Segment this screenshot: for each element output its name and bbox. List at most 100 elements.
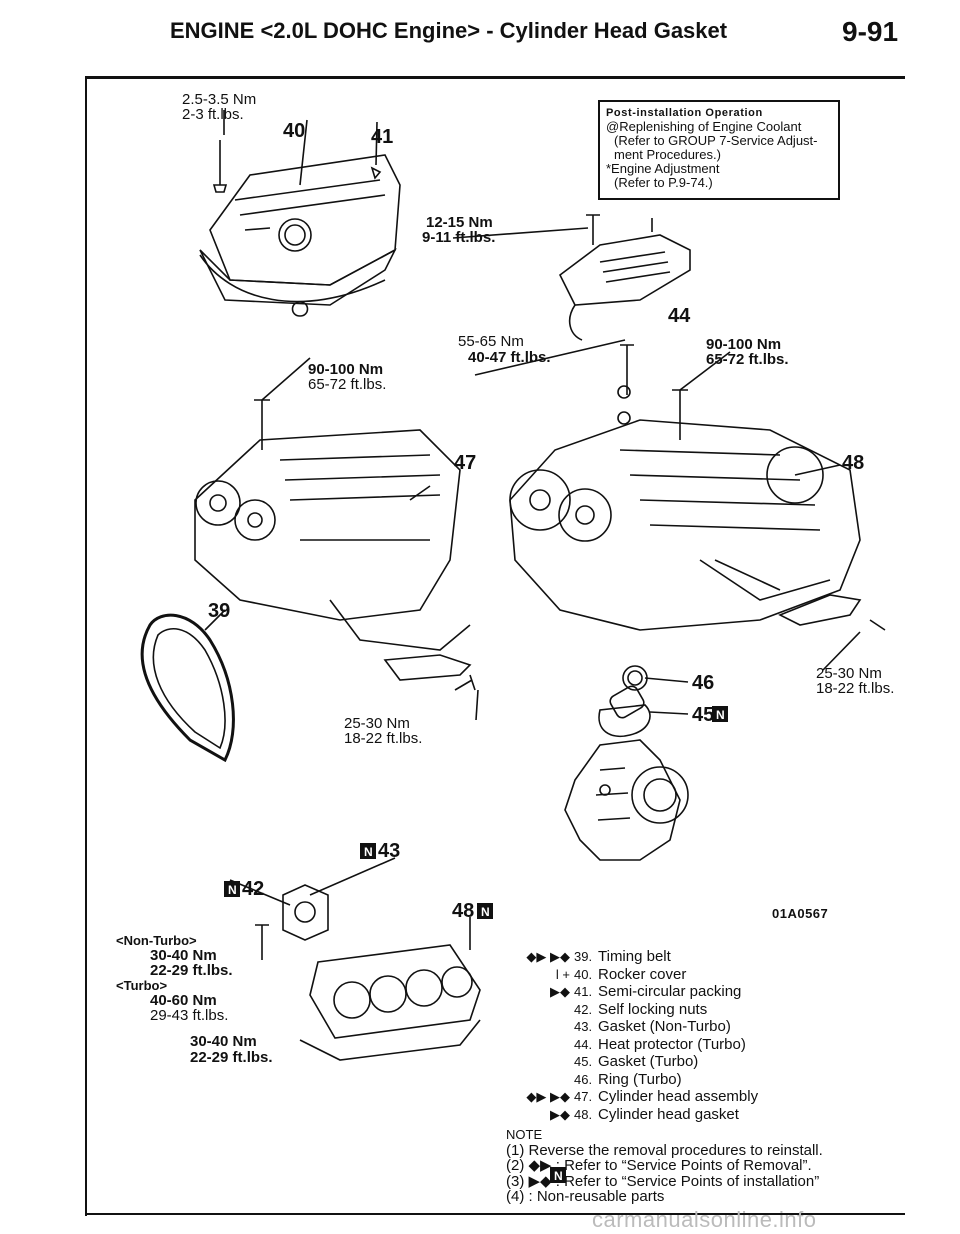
part-number: 44. <box>574 1036 593 1052</box>
parts-list-item: l + 40. Rocker cover <box>478 966 758 984</box>
callout-48: 48 <box>842 452 865 474</box>
torque-label: 12-15 Nm <box>426 214 493 231</box>
part-name: Ring (Turbo) <box>598 1070 682 1088</box>
parts-list-item: ◆▶ ▶◆ 47. Cylinder head assembly <box>478 1088 758 1106</box>
torque-label: 65-72 ft.lbs. <box>308 376 387 393</box>
part-name: Gasket (Non-Turbo) <box>598 1018 731 1035</box>
post-install-item-coolant: @Replenishing of Engine Coolant <box>606 119 802 134</box>
torque-label: 65-72 ft.lbs. <box>706 351 789 368</box>
callout-43: 43 <box>378 840 401 862</box>
service-marks: ▶◆ <box>550 984 570 999</box>
post-install-ref: ment Procedures.) <box>614 147 721 162</box>
note-title: NOTE <box>506 1127 543 1142</box>
svg-text:N: N <box>481 905 490 919</box>
callout-48-gasket: 48 <box>452 900 475 922</box>
callout-45: 45 <box>692 704 715 726</box>
parts-list-item: 46. Ring (Turbo) <box>478 1071 758 1089</box>
part-name: Rocker cover <box>598 965 687 983</box>
cylinder-head-gasket-drawing <box>299 944 481 1061</box>
callout-42: 42 <box>242 878 265 900</box>
parts-list-item: ▶◆48. Cylinder head gasket <box>478 1106 758 1124</box>
torque-label: 40-60 Nm <box>150 992 217 1009</box>
service-marks: l + <box>555 966 570 982</box>
parts-list: ◆▶ ▶◆ 39. Timing belt l + 40. Rocker cover ▶… <box>478 948 758 1123</box>
torque-label: 40-47 ft.lbs. <box>468 349 551 366</box>
parts-list-item: 44. Heat protector (Turbo) <box>478 1036 758 1054</box>
service-marks: ◆▶ ▶◆ <box>526 949 570 964</box>
torque-label: 30-40 Nm <box>190 1033 257 1050</box>
parts-list-item: 42. Self locking nuts <box>478 1001 758 1019</box>
page-title: ENGINE <2.0L DOHC Engine> - Cylinder Hea… <box>170 18 728 43</box>
service-marks: ◆▶ ▶◆ <box>526 1089 570 1104</box>
callout-40: 40 <box>283 120 306 142</box>
variant-label-nonturbo: <Non-Turbo> <box>116 933 197 948</box>
part-name: Gasket (Turbo) <box>598 1053 699 1070</box>
torque-label: 90-100 Nm <box>706 336 782 353</box>
part-number: 39. <box>574 949 593 964</box>
part-number: 42. <box>574 1001 593 1017</box>
page-number: 9-91 <box>842 16 899 47</box>
torque-label: 22-29 ft.lbs. <box>190 1049 273 1066</box>
part-number: 47. <box>574 1089 593 1104</box>
callout-47: 47 <box>454 452 477 474</box>
note-line: (2) ◆▶ : Refer to “Service Points of Rem… <box>506 1157 812 1174</box>
callout-44: 44 <box>668 305 691 327</box>
note-line: (3) ▶◆ : Refer to “Service Points of ins… <box>506 1172 820 1190</box>
parts-list-item: ▶◆ 41. Semi-circular packing <box>478 983 758 1001</box>
variant-label-turbo: <Turbo> <box>116 978 168 993</box>
note-block: NOTE (1) Reverse the removal procedures … <box>506 1127 823 1205</box>
torque-label: 30-40 Nm <box>150 947 217 964</box>
torque-label: 29-43 ft.lbs. <box>150 1007 229 1024</box>
part-number: 41. <box>574 984 593 999</box>
note-line: (4) : Non-reusable parts <box>506 1188 665 1205</box>
footer-rule <box>85 1213 905 1215</box>
callout-41: 41 <box>371 126 394 148</box>
engine-assembly-drawing <box>509 344 861 631</box>
svg-text:N: N <box>716 708 725 722</box>
part-name: Heat protector (Turbo) <box>598 1035 746 1053</box>
svg-text:N: N <box>228 883 237 897</box>
part-number: 48. <box>574 1106 593 1122</box>
part-number: 46. <box>574 1071 593 1087</box>
part-name: Semi-circular packing <box>598 983 742 1000</box>
svg-text:N: N <box>554 1169 563 1183</box>
torque-label: 25-30 Nm <box>344 715 410 732</box>
part-number: 40. <box>574 966 593 982</box>
callout-46: 46 <box>692 672 715 694</box>
torque-label: 2-3 ft.lbs. <box>182 106 244 123</box>
torque-label: 18-22 ft.lbs. <box>816 680 895 697</box>
note-line: (1) Reverse the removal procedures to re… <box>506 1141 823 1159</box>
post-install-ref: (Refer to P.9-74.) <box>614 175 713 190</box>
gasket-drawing <box>282 884 329 941</box>
cylinder-head-drawing <box>194 399 471 651</box>
part-number: 43. <box>574 1019 593 1034</box>
header-rule <box>85 76 905 79</box>
watermark: carmanualsonline.info <box>592 1207 817 1232</box>
rocker-cover-drawing <box>199 154 401 306</box>
post-install-ref: (Refer to GROUP 7-Service Adjust- <box>614 133 818 148</box>
post-install-item-engine-adjustment: *Engine Adjustment <box>606 161 720 176</box>
parts-list-item: 43. Gasket (Non-Turbo) <box>478 1018 758 1036</box>
torque-label: 90-100 Nm <box>308 361 384 378</box>
turbocharger-drawing <box>564 665 689 861</box>
part-name: Cylinder head gasket <box>598 1105 739 1123</box>
part-name: Timing belt <box>598 948 671 965</box>
semicircular-packing-drawing <box>291 301 309 317</box>
torque-label: 18-22 ft.lbs. <box>344 730 423 747</box>
left-rule <box>85 76 87 1216</box>
part-name: Self locking nuts <box>598 1000 708 1018</box>
svg-text:N: N <box>364 845 373 859</box>
post-installation-title: Post-installation Operation <box>606 107 763 119</box>
torque-label: 2.5-3.5 Nm <box>182 91 257 108</box>
parts-list-item: ◆▶ ▶◆ 39. Timing belt <box>478 948 758 966</box>
heat-protector-drawing <box>558 214 691 341</box>
timing-belt-drawing <box>140 613 235 763</box>
bolt-drawing <box>212 140 228 193</box>
torque-label: 22-29 ft.lbs. <box>150 962 233 979</box>
callout-39: 39 <box>208 600 231 622</box>
part-name: Cylinder head assembly <box>598 1088 759 1105</box>
service-marks: ▶◆ <box>550 1106 570 1122</box>
parts-list-item: 45. Gasket (Turbo) <box>478 1053 758 1071</box>
part-number: 45. <box>574 1054 593 1069</box>
